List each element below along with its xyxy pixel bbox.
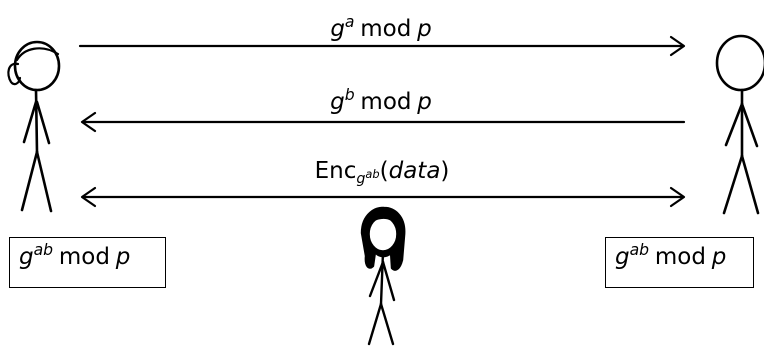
open-paren: ( — [379, 158, 389, 184]
data-argument: data — [388, 158, 441, 184]
generator-g: g — [19, 244, 34, 270]
eve-figure — [360, 206, 406, 346]
modulus-p: p — [417, 89, 432, 115]
close-paren: ) — [440, 158, 450, 184]
key-generator-g: g — [356, 170, 366, 187]
arrow-bob-to-alice — [80, 111, 686, 133]
arrow-encrypted-data — [80, 186, 686, 208]
exponent-ab: ab — [33, 240, 54, 260]
generator-g: g — [330, 89, 345, 115]
arrow-alice-to-bob — [78, 35, 686, 57]
mod-operator: mod — [360, 89, 412, 115]
mod-operator: mod — [654, 244, 706, 270]
modulus-p: p — [711, 244, 727, 270]
exponent-a: a — [344, 12, 355, 32]
message-bottom-label: Encgab(data) — [314, 158, 450, 187]
alice-figure — [7, 40, 61, 213]
mod-operator: mod — [360, 16, 412, 42]
modulus-p: p — [417, 16, 432, 42]
generator-g: g — [330, 16, 345, 42]
modulus-p: p — [115, 244, 131, 270]
bob-figure — [715, 34, 764, 215]
exponent-b: b — [344, 85, 355, 105]
enc-function: Enc — [314, 158, 357, 184]
exponent-ab: ab — [629, 240, 650, 260]
key-exponent-ab: ab — [365, 166, 380, 181]
generator-g: g — [615, 244, 630, 270]
mod-operator: mod — [58, 244, 110, 270]
